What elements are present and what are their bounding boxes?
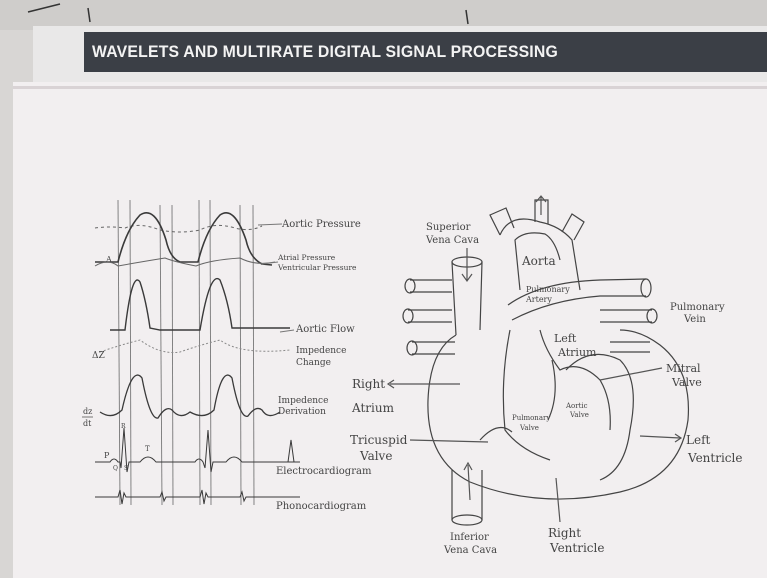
s-wave-mark: S	[124, 465, 128, 472]
board-marks	[28, 4, 468, 24]
impedance-change-label-1: Impedence	[296, 346, 346, 356]
impedance-derivative-label-1: Impedence	[278, 396, 328, 406]
left-ventricle-label-2: Ventricle	[687, 451, 742, 465]
t-wave-mark: T	[145, 445, 150, 453]
inferior-vena-cava-shape	[452, 470, 482, 520]
timing-lines	[118, 200, 254, 505]
aortic-flow-label: Aortic Flow	[295, 324, 355, 335]
pulmonary-artery-label-2: Artery	[525, 295, 552, 304]
waveform-labels: Aortic Pressure Atrial Pressure Ventricu…	[82, 219, 372, 512]
aorta-label: Aorta	[521, 254, 556, 268]
aortic-pressure-trace	[95, 225, 262, 232]
atrial-pressure-label: Atrial Pressure	[277, 253, 336, 262]
ecg-label: Electrocardiogram	[276, 466, 372, 477]
aortic-flow-trace	[110, 279, 290, 330]
a-wave-mark: A	[105, 255, 112, 264]
right-atrium-label-2: Atrium	[351, 401, 395, 415]
dt-label: dt	[83, 419, 92, 428]
impedance-change-label-2: Change	[296, 358, 331, 368]
left-ventricle-label-1: Left	[686, 433, 711, 447]
right-atrium-label-1: Right	[352, 377, 385, 391]
pulmonary-valve-label-2: Valve	[519, 424, 539, 432]
left-atrium-label-1: Left	[554, 332, 577, 345]
waveform-diagram	[95, 200, 300, 505]
dz-label: dz	[83, 407, 92, 416]
aortic-valve-label-1: Aortic	[565, 402, 588, 410]
delta-z-label: ΔZ	[92, 351, 105, 361]
pcg-label: Phonocardiogram	[276, 501, 367, 512]
impedance-change-trace	[100, 340, 290, 353]
ventricular-pressure-label: Ventricular Pressure	[277, 263, 357, 272]
pulmonary-valve-label-1: Pulmonary	[512, 414, 550, 422]
impedance-derivative-label-2: Derivation	[278, 407, 326, 417]
ventricular-pressure-trace	[95, 213, 272, 265]
tricuspid-valve-label-1: Tricuspid	[350, 433, 408, 447]
right-ventricle-label-2: Ventricle	[549, 541, 604, 555]
septum	[503, 330, 550, 460]
superior-vena-cava-label-1: Superior	[426, 222, 471, 233]
impedance-derivative-trace	[100, 375, 280, 418]
pulmonary-vein-label-2: Vein	[683, 314, 706, 325]
right-ventricle-label-1: Right	[548, 526, 581, 540]
superior-vena-cava-label-2: Vena Cava	[425, 235, 479, 246]
inferior-vena-cava-label-2: Vena Cava	[443, 545, 497, 556]
heart-labels: Superior Vena Cava Aorta Pulmonary Arter…	[350, 222, 742, 556]
inferior-vena-cava-label-1: Inferior	[450, 532, 489, 543]
left-atrium-label-2: Atrium	[557, 346, 597, 359]
pulmonary-vein-label-1: Pulmonary	[670, 302, 725, 313]
r-wave-mark: R	[121, 423, 126, 430]
pcg-trace	[95, 490, 300, 504]
aortic-pressure-label: Aortic Pressure	[281, 219, 361, 230]
mitral-valve-label-1: Mitral	[666, 362, 701, 375]
aortic-valve-label-2: Valve	[569, 411, 589, 419]
p-wave-mark: P	[104, 451, 110, 460]
tricuspid-valve-label-2: Valve	[359, 449, 392, 463]
q-wave-mark: Q	[113, 465, 118, 472]
mitral-valve-label-2: Valve	[671, 376, 702, 389]
pulmonary-artery-label-1: Pulmonary	[526, 285, 570, 294]
